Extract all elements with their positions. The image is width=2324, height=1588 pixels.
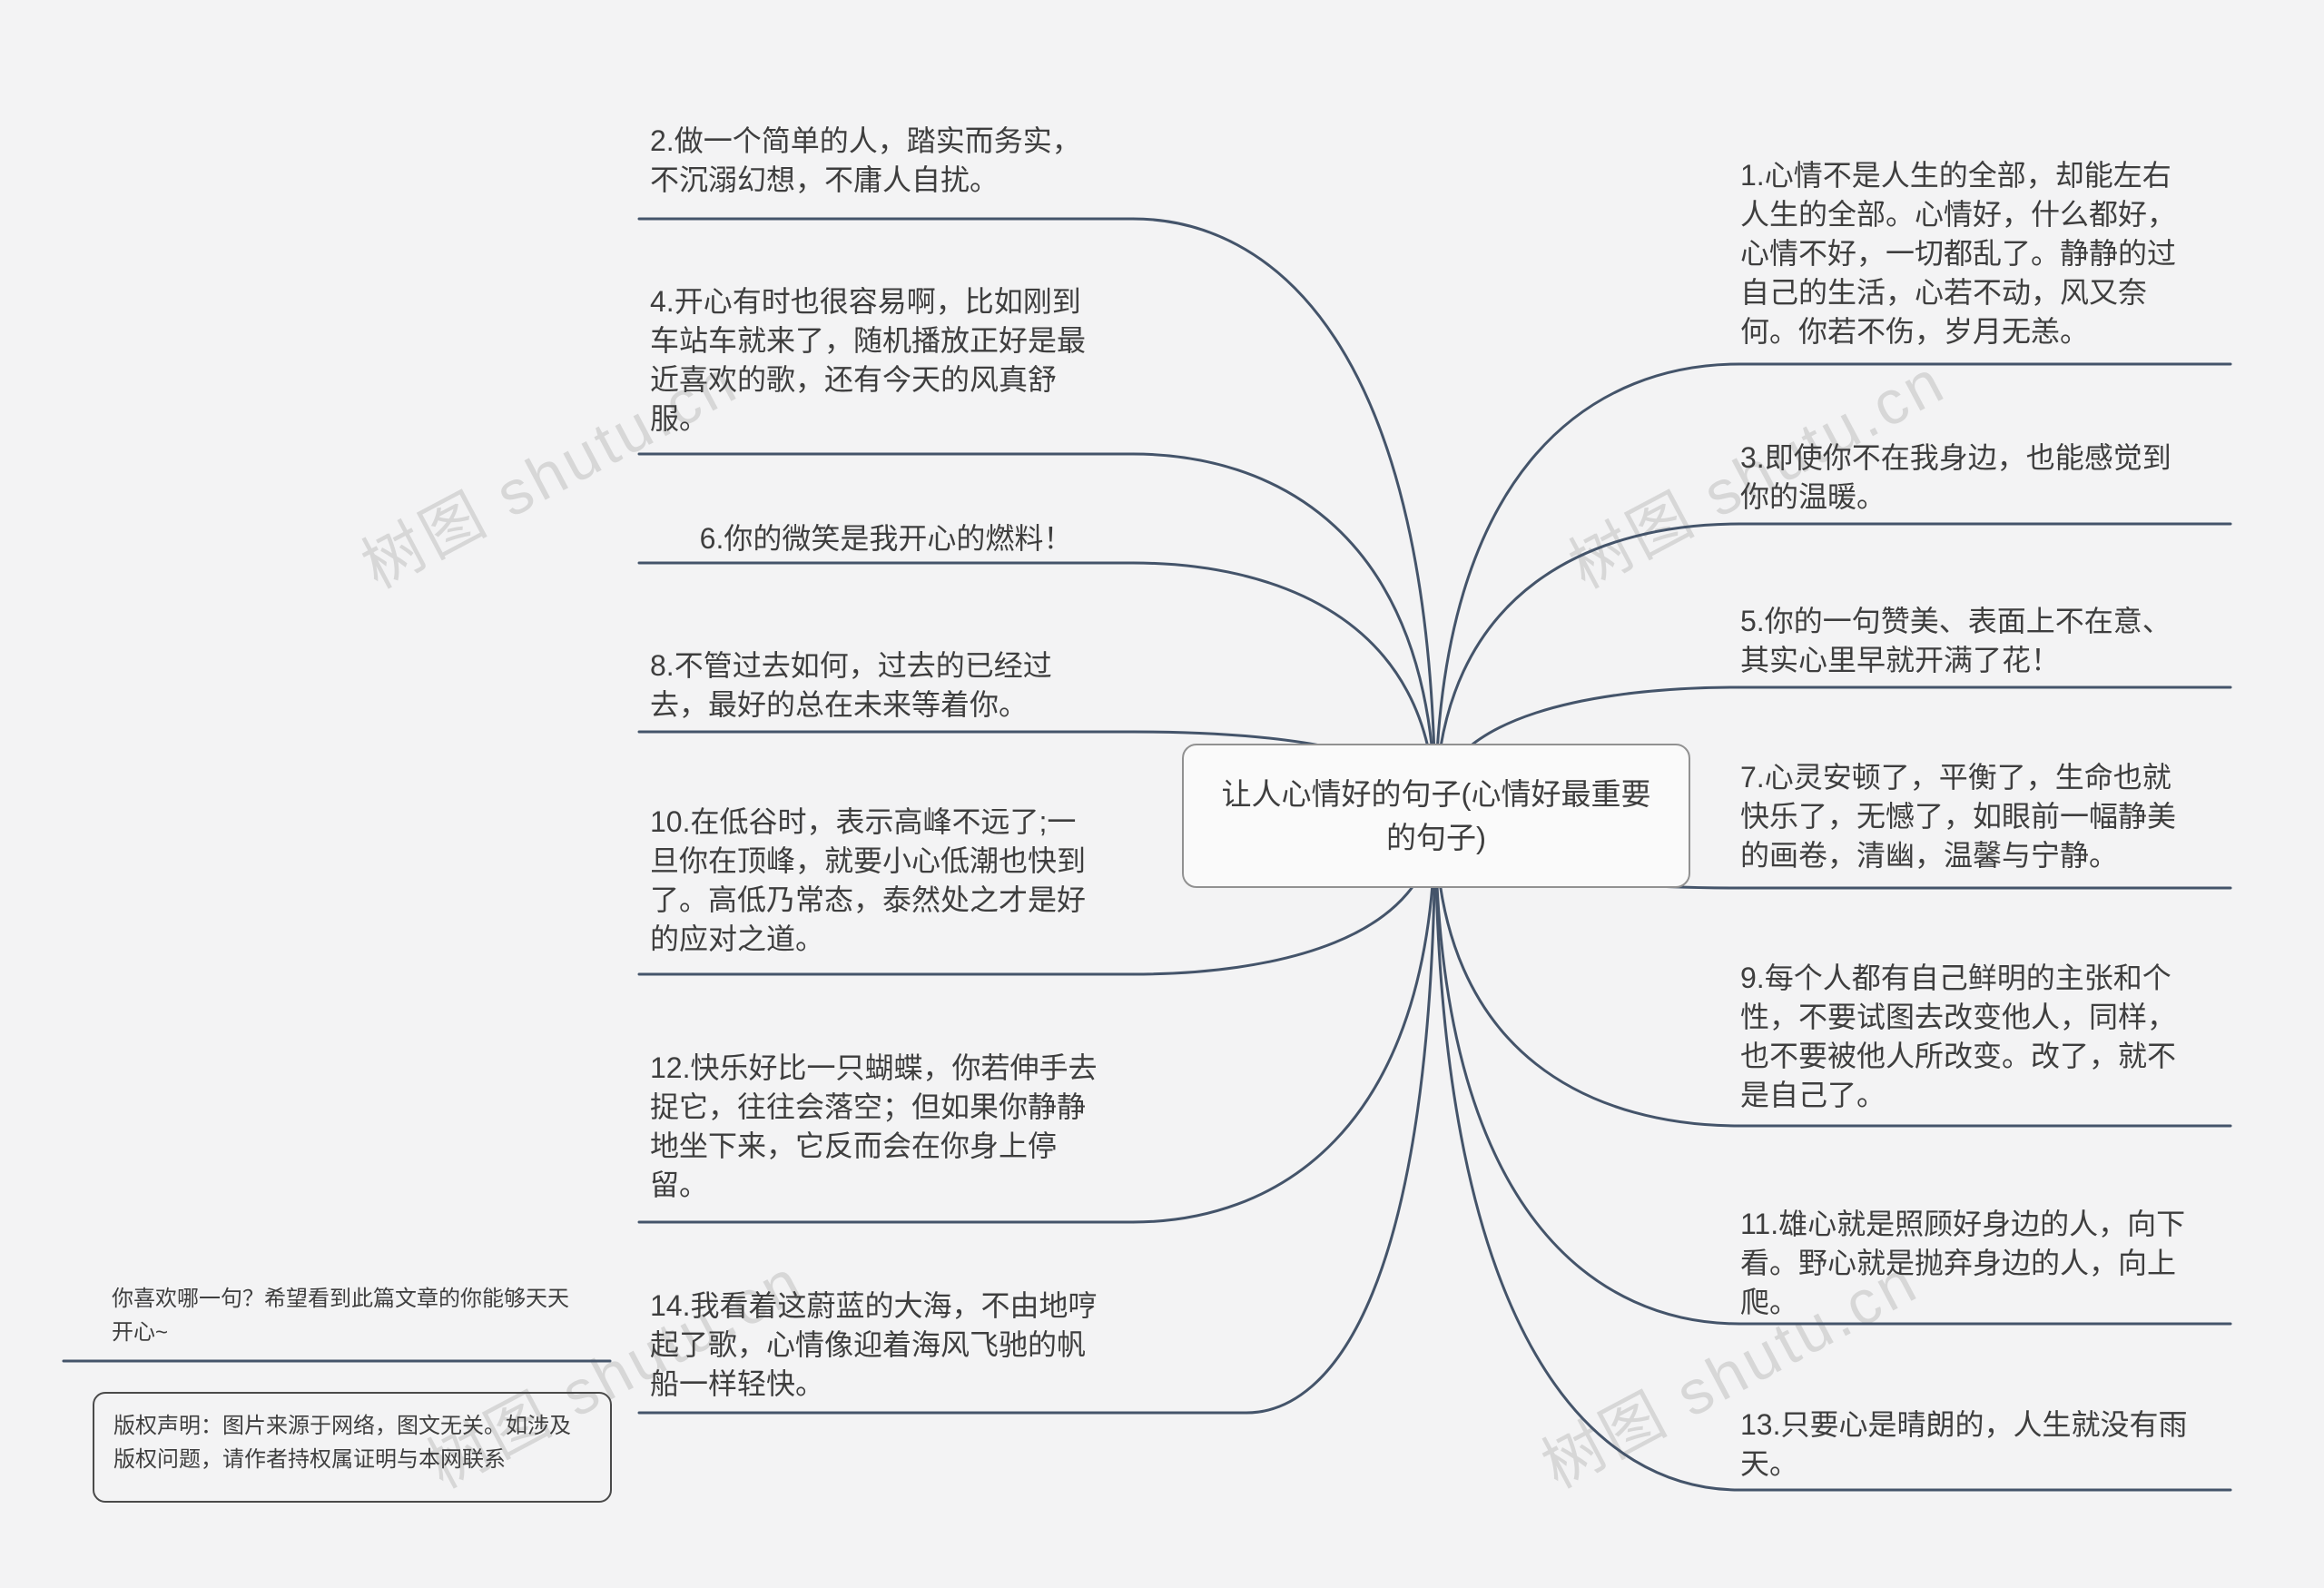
- branch-node-10[interactable]: 10.在低谷时，表示高峰不远了;一旦你在顶峰，就要小心低潮也快到了。高低乃常态，…: [650, 805, 1087, 955]
- branch-curve-11: [1433, 814, 1741, 1326]
- branch-curve-9: [1433, 814, 1741, 1128]
- branch-curve-6: [1131, 561, 1437, 817]
- branch-node-2[interactable]: 2.做一个简单的人，踏实而务实，不沉溺幻想，不庸人自扰。: [650, 124, 1081, 196]
- center-topic-label: 让人心情好的句子(心情好最重要的句子): [1221, 776, 1651, 854]
- branch-curve-1: [1433, 362, 1741, 817]
- free-note-question[interactable]: 你喜欢哪一句？希望看到此篇文章的你能够天天开心~: [112, 1287, 569, 1345]
- branch-node-6[interactable]: 6.你的微笑是我开心的燃料！: [699, 522, 1073, 555]
- branch-curve-4: [1131, 452, 1437, 817]
- branch-curve-13: [1433, 814, 1741, 1492]
- branch-node-12[interactable]: 12.快乐好比一只蝴蝶，你若伸手去捉它，往往会落空；但如果你静静地坐下来，它反而…: [650, 1051, 1098, 1201]
- branch-curve-12: [1131, 814, 1437, 1224]
- branch-node-4[interactable]: 4.开心有时也很容易啊，比如刚到车站车就来了，随机播放正好是最近喜欢的歌，还有今…: [650, 285, 1087, 435]
- branch-curve-2: [1131, 217, 1437, 817]
- branch-node-14[interactable]: 14.我看着这蔚蓝的大海，不由地哼起了歌，心情像迎着海风飞驰的帆船一样轻快。: [650, 1289, 1098, 1400]
- free-note-copyright[interactable]: 版权声明：图片来源于网络，图文无关。如涉及版权问题，请作者持权属证明与本网联系: [93, 1392, 612, 1503]
- branch-node-8[interactable]: 8.不管过去如何，过去的已经过去，最好的总在未来等着你。: [650, 649, 1052, 721]
- center-topic[interactable]: 让人心情好的句子(心情好最重要的句子): [1182, 744, 1690, 888]
- branch-node-3[interactable]: 3.即使你不在我身边，也能感觉到你的温暖。: [1740, 441, 2171, 513]
- branch-curve-14: [1245, 814, 1437, 1415]
- branch-node-7[interactable]: 7.心灵安顿了，平衡了，生命也就快乐了，无憾了，如眼前一幅静美的画卷，清幽，温馨…: [1740, 761, 2177, 872]
- branch-node-11[interactable]: 11.雄心就是照顾好身边的人，向下看。野心就是抛弃身边的人，向上爬。: [1740, 1208, 2186, 1318]
- branch-node-13[interactable]: 13.只要心是晴朗的，人生就没有雨天。: [1740, 1408, 2188, 1480]
- branch-node-5[interactable]: 5.你的一句赞美、表面上不在意、其实心里早就开满了花！: [1740, 605, 2171, 676]
- branch-node-1[interactable]: 1.心情不是人生的全部，却能左右人生的全部。心情好，什么都好，心情不好，一切都乱…: [1740, 159, 2177, 348]
- branch-curve-3: [1433, 522, 1741, 817]
- branch-node-9[interactable]: 9.每个人都有自己鲜明的主张和个性，不要试图去改变他人，同样，也不要被他人所改变…: [1740, 962, 2177, 1111]
